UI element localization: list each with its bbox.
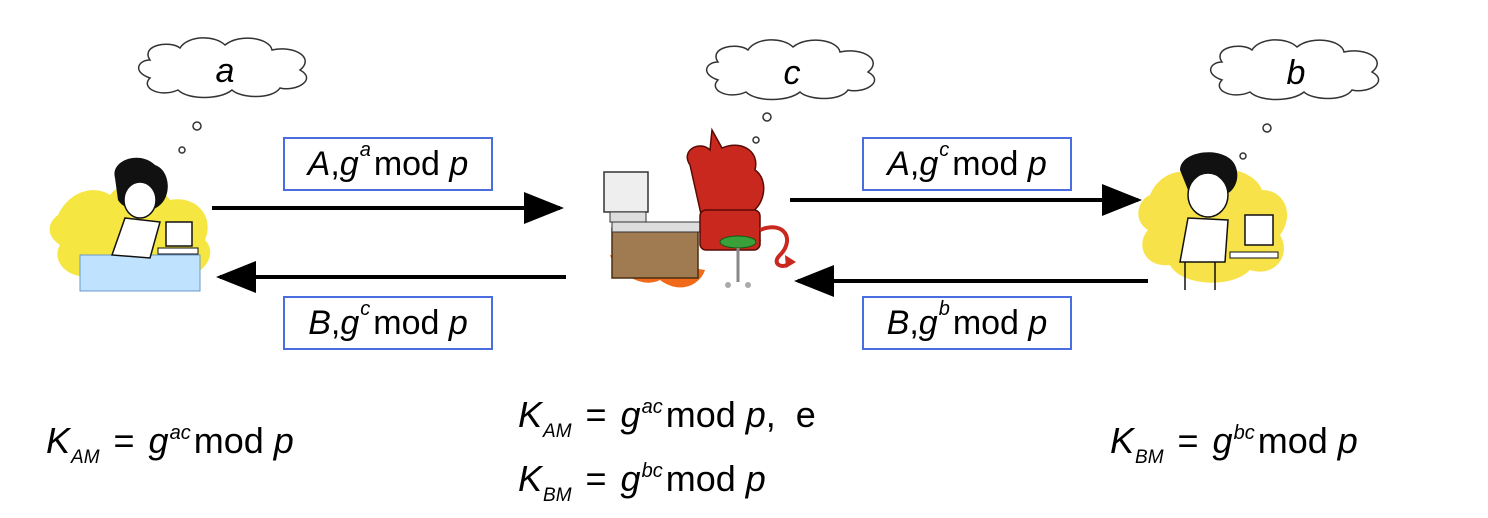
exponent: ac (641, 396, 663, 418)
key-equation-mallory-bm: KBM = gbcmod p (518, 458, 766, 506)
thought-cloud-bob (1210, 39, 1380, 160)
modulus-symbol: p (1337, 420, 1358, 461)
bob-figure (1138, 152, 1288, 290)
key-equation-mallory-am: KAM = gacmod p, e (518, 394, 816, 442)
modulus-symbol: p (448, 303, 468, 342)
base-symbol: g (620, 458, 641, 499)
exponent: ac (169, 422, 191, 444)
modulus-symbol: p (449, 144, 469, 183)
equals-sign: = (585, 458, 607, 499)
mod-word: mod (952, 144, 1019, 183)
mallory-devil-figure (603, 127, 796, 288)
key-subscript: AM (543, 421, 572, 442)
mod-word: mod (665, 458, 736, 499)
party-label: A (887, 144, 910, 183)
exponent: bc (641, 460, 663, 482)
mod-word: mod (373, 303, 440, 342)
thought-label-alice: a (215, 52, 235, 90)
thought-label-bob: b (1286, 54, 1306, 92)
alice-figure (49, 157, 211, 292)
base-symbol: g (919, 144, 939, 183)
base-symbol: g (620, 394, 641, 435)
key-equation-alice: KAM = gacmod p (46, 420, 294, 468)
mod-word: mod (373, 144, 440, 183)
equals-sign: = (1177, 420, 1199, 461)
mod-word: mod (1257, 420, 1328, 461)
modulus-symbol: p (1028, 303, 1048, 342)
exponent: bc (1233, 422, 1255, 444)
equals-sign: = (585, 394, 607, 435)
key-subscript: BM (543, 485, 572, 506)
key-symbol: K (46, 420, 71, 461)
equals-sign: = (113, 420, 135, 461)
party-label: B (308, 303, 331, 342)
mod-word: mod (665, 394, 736, 435)
exponent: c (360, 297, 371, 320)
exponent: a (359, 138, 371, 161)
key-equation-bob: KBM = gbcmod p (1110, 420, 1358, 468)
modulus-symbol: p (745, 394, 766, 435)
mod-word: mod (193, 420, 264, 461)
separator: , (909, 303, 919, 342)
key-subscript: BM (1135, 447, 1164, 468)
mod-word: mod (952, 303, 1019, 342)
base-symbol: g (1212, 420, 1233, 461)
exponent: c (939, 138, 950, 161)
party-label: B (886, 303, 910, 342)
separator: , (330, 303, 341, 342)
separator: , (330, 144, 340, 183)
modulus-symbol: p (745, 458, 766, 499)
key-symbol: K (518, 394, 543, 435)
modulus-symbol: p (273, 420, 294, 461)
trailing-text: , e (765, 394, 816, 435)
thought-label-mallory: c (783, 54, 801, 92)
thought-cloud-mallory (706, 39, 876, 144)
key-symbol: K (1110, 420, 1135, 461)
base-symbol: g (340, 303, 360, 342)
key-symbol: K (518, 458, 543, 499)
base-symbol: g (918, 303, 938, 342)
base-symbol: g (148, 420, 169, 461)
separator: , (909, 144, 920, 183)
base-symbol: g (339, 144, 359, 183)
modulus-symbol: p (1027, 144, 1047, 183)
thought-cloud-alice (138, 37, 308, 154)
exponent: b (938, 297, 950, 320)
key-subscript: AM (71, 447, 100, 468)
party-label: A (307, 144, 331, 183)
